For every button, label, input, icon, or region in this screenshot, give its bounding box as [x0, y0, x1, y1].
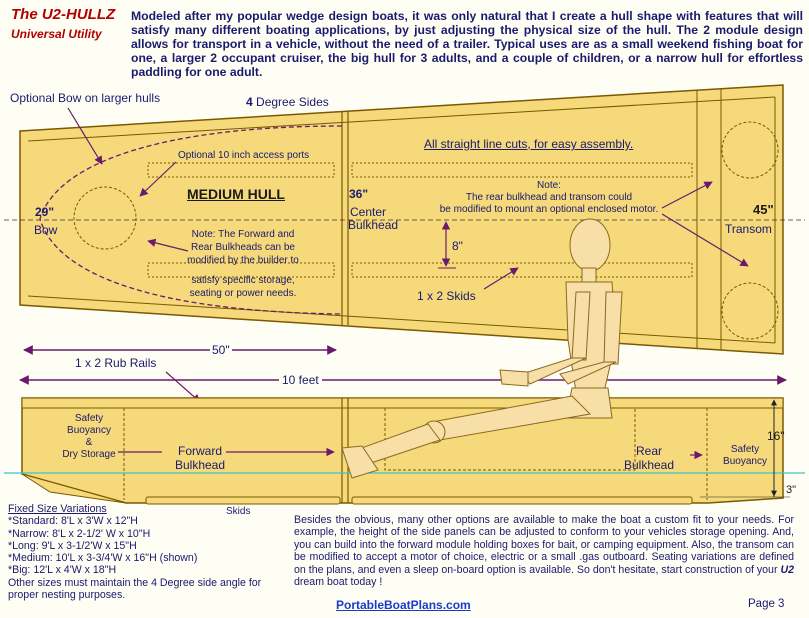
label-dim-10ft: 10 feet [279, 373, 322, 387]
label-note-forward-2: Rear Bulkheads can be [191, 242, 295, 253]
page-number: Page 3 [748, 598, 785, 610]
label-dim-3: 3" [786, 484, 797, 496]
variation-item: *Narrow: 8'L x 2-1/2' W x 10"H [8, 527, 151, 540]
page-subtitle: Universal Utility [11, 27, 102, 41]
label-degree-sides: 4 Degree Sides [246, 95, 329, 109]
label-rear-bulkhead: Rear Bulkhead [617, 444, 681, 472]
size-variations: Fixed Size Variations *Standard: 8'L x 3… [8, 503, 278, 601]
options-u2: U2 [780, 563, 794, 576]
label-dim-50: 50" [210, 343, 232, 357]
variations-heading: Fixed Size Variations [8, 503, 107, 515]
label-buoyancy-front: Buoyancy [67, 425, 111, 436]
rub-rail [21, 397, 784, 409]
site-link[interactable]: PortableBoatPlans.com [336, 598, 471, 612]
options-paragraph: Besides the obvious, many other options … [294, 514, 794, 588]
variation-item: *Medium: 10'L x 3-3/4'W x 16"H (shown) [8, 552, 198, 565]
access-port-rear-top [721, 121, 779, 179]
label-dim-8: 8" [452, 239, 463, 253]
variation-item: *Standard: 8'L x 3'W x 12"H [8, 515, 138, 528]
skid-front [145, 496, 341, 505]
label-note-motor: Note: The rear bulkhead and transom coul… [430, 180, 668, 216]
label-dim-16: 16" [767, 429, 785, 443]
label-note-motor-2: be modified to mount an optional enclose… [439, 204, 659, 215]
label-access-ports: Optional 10 inch access ports [178, 150, 310, 161]
page-title: The U2-HULLZ [11, 6, 116, 23]
label-degree-sides-text: Degree Sides [256, 95, 329, 109]
label-degree-sides-num: 4 [246, 95, 253, 109]
optional-bow-curve [39, 125, 343, 315]
hull-top-view [19, 84, 784, 355]
label-width-45: 45" [753, 202, 774, 217]
label-bow: Bow [34, 223, 58, 237]
label-center: Center [350, 205, 387, 219]
label-dry-storage: Dry Storage [62, 449, 116, 460]
variation-item: *Big: 12'L x 4'W x 18"H [8, 564, 117, 577]
label-note-forward-3: modified by the builder to [187, 255, 299, 266]
label-transom: Transom [725, 222, 772, 236]
label-note-motor-head: Note: [537, 180, 561, 191]
label-safety-front-1: Safety [74, 413, 104, 424]
label-medium-hull: MEDIUM HULL [187, 186, 285, 202]
label-skids: Skids [226, 506, 251, 517]
label-width-36: 36" [349, 187, 369, 201]
label-note-forward: Note: The Forward and Rear Bulkheads can… [176, 228, 310, 300]
options-end: dream boat today ! [294, 576, 383, 589]
label-forward-bulkhead: Forward Bulkhead [168, 444, 232, 472]
options-body: Besides the obvious, many other options … [294, 514, 794, 576]
label-optional-bow: Optional Bow on larger hulls [10, 91, 161, 105]
label-note-forward-1: Note: The Forward and [191, 229, 295, 240]
label-forward: Forward [177, 444, 222, 458]
label-note-forward-5: seating or power needs. [189, 288, 297, 299]
label-amp: & [85, 437, 93, 448]
label-width-29: 29" [35, 205, 55, 219]
variation-item: *Long: 9'L x 3-1/2'W x 15"H [8, 539, 137, 552]
mannequin-figure [341, 218, 623, 479]
label-straight-cuts: All straight line cuts, for easy assembl… [424, 137, 634, 151]
label-note-motor-1: The rear bulkhead and transom could [465, 192, 633, 203]
label-rear-bulkhead-text: Bulkhead [623, 458, 675, 472]
access-port-rear-bottom [721, 282, 779, 340]
label-forward-bulkhead-text: Bulkhead [174, 458, 226, 472]
label-rub-rails: 1 x 2 Rub Rails [75, 356, 157, 370]
label-center-bulkhead: Bulkhead [348, 218, 399, 232]
variations-footer: Other sizes must maintain the 4 Degree s… [8, 576, 262, 602]
label-note-forward-4: satisfy specific storage, [191, 275, 295, 286]
skid-rear [351, 496, 693, 505]
intro-paragraph: Modeled after my popular wedge design bo… [131, 9, 803, 79]
label-rear: Rear [635, 444, 662, 458]
label-safety-rear: Safety Buoyancy [723, 444, 767, 467]
label-safety-front: Safety Buoyancy & Dry Storage [58, 413, 120, 461]
access-port-front [73, 186, 137, 250]
label-skids-1x2: 1 x 2 Skids [417, 289, 476, 303]
